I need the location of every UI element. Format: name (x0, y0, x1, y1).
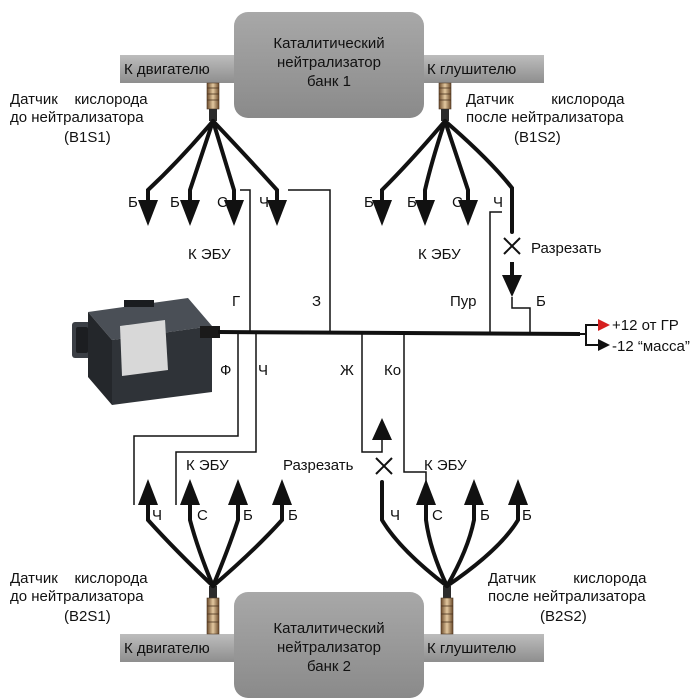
sensor-b1s2-line1: Датчик кислорода (466, 91, 625, 108)
wire-label-b1s1-2: Б (170, 194, 180, 211)
pipe-label-engine-bottom: К двигателю (124, 640, 210, 657)
sensor-b1s2-line3: (B1S2) (514, 129, 561, 146)
sensor-b1s1-line1: Датчик кислорода (10, 91, 148, 108)
cut-label-top: Разрезать (531, 240, 602, 257)
label-ch: Ч (258, 362, 268, 379)
wire-label-b1s2-3: С (452, 194, 463, 211)
wires-b1s1 (146, 119, 279, 202)
sensor-b1s2-body (438, 82, 452, 121)
thin-wires-upper (240, 189, 531, 334)
sensor-b2s2-line3: (B2S2) (540, 608, 587, 625)
label-b: Б (536, 293, 546, 310)
sensor-b2s1-line3: (B2S1) (64, 608, 111, 625)
cut-arrow-top (502, 275, 522, 297)
power-plus-arrow (598, 319, 610, 331)
cut-mark-top (503, 237, 521, 255)
converter-bank1-line1: Каталитический (273, 35, 384, 52)
control-module (72, 298, 220, 405)
sensor-b2s2-line2: после нейтрализатора (488, 588, 646, 605)
wires-b2s2 (380, 480, 520, 588)
converter-bank2-line3: банк 2 (307, 658, 351, 675)
label-ko: Ко (384, 362, 401, 379)
wire-label-b2s1-2: С (197, 507, 208, 524)
sensor-b2s2-line1: Датчик кислорода (488, 570, 647, 587)
sensor-b2s2-body (440, 586, 454, 635)
wire-label-b2s1-4: Б (288, 507, 298, 524)
wire-label-b2s2-2: С (432, 507, 443, 524)
converter-bank2-line1: Каталитический (273, 620, 384, 637)
label-pur: Пур (450, 293, 476, 310)
power-connection (580, 324, 600, 346)
wire-label-b1s2-1: Б (364, 194, 374, 211)
wires-b1s2 (380, 119, 514, 234)
wire-label-b2s2-1: Ч (390, 507, 400, 524)
wire-label-b2s2-4: Б (522, 507, 532, 524)
label-g: Г (232, 293, 240, 310)
label-z: З (312, 293, 321, 310)
sensor-b1s1-body (206, 82, 220, 121)
wire-label-b2s1-3: Б (243, 507, 253, 524)
converter-bank2 (234, 592, 424, 698)
label-zh: Ж (340, 362, 354, 379)
power-minus-arrow (598, 339, 610, 351)
wire-arrows-b1s1 (138, 200, 287, 226)
wire-label-b1s1-1: Б (128, 194, 138, 211)
sensor-b2s1-line1: Датчик кислорода (10, 570, 148, 587)
cut-mark-bottom (375, 457, 393, 475)
converter-bank1-line2: нейтрализатор (277, 54, 381, 71)
sensor-b1s2-line2: после нейтрализатора (466, 109, 624, 126)
to-ecu-label-b1s2: К ЭБУ (418, 246, 461, 263)
power-plus-label: +12 от ГР (612, 317, 679, 334)
wire-label-b1s1-4: Ч (259, 194, 269, 211)
pipe-label-muffler-bottom: К глушителю (427, 640, 516, 657)
power-minus-label: -12 “масса” (612, 338, 690, 355)
to-ecu-label-b2s2: К ЭБУ (424, 457, 467, 474)
wires-b2s1 (146, 503, 284, 588)
wire-arrows-b2s1 (138, 479, 292, 505)
wire-label-b1s2-2: Б (407, 194, 417, 211)
wire-label-b2s1-1: Ч (152, 507, 162, 524)
sensor-b2s1-line2: до нейтрализатора (10, 588, 144, 605)
wire-label-b2s2-3: Б (480, 507, 490, 524)
sensor-b2s1-body (206, 586, 220, 635)
converter-bank1-line3: банк 1 (307, 73, 351, 90)
wire-arrows-b2s2 (416, 479, 528, 505)
sensor-b1s1-line2: до нейтрализатора (10, 109, 144, 126)
thin-wires-lower (133, 334, 427, 505)
wire-label-b1s2-4: Ч (493, 194, 503, 211)
label-f: Ф (220, 362, 231, 379)
wire-arrows-b1s2 (372, 200, 478, 226)
main-bus (217, 330, 581, 336)
sensor-b1s1-line3: (B1S1) (64, 129, 111, 146)
pipe-label-engine-top: К двигателю (124, 61, 210, 78)
to-ecu-label-b1s1: К ЭБУ (188, 246, 231, 263)
cut-label-bottom: Разрезать (283, 457, 354, 474)
to-ecu-label-b2s1: К ЭБУ (186, 457, 229, 474)
converter-bank2-line2: нейтрализатор (277, 639, 381, 656)
wire-label-b1s1-3: С (217, 194, 228, 211)
pipe-label-muffler-top: К глушителю (427, 61, 516, 78)
converter-bank1 (234, 12, 424, 118)
cut-arrow-bottom (372, 418, 392, 440)
